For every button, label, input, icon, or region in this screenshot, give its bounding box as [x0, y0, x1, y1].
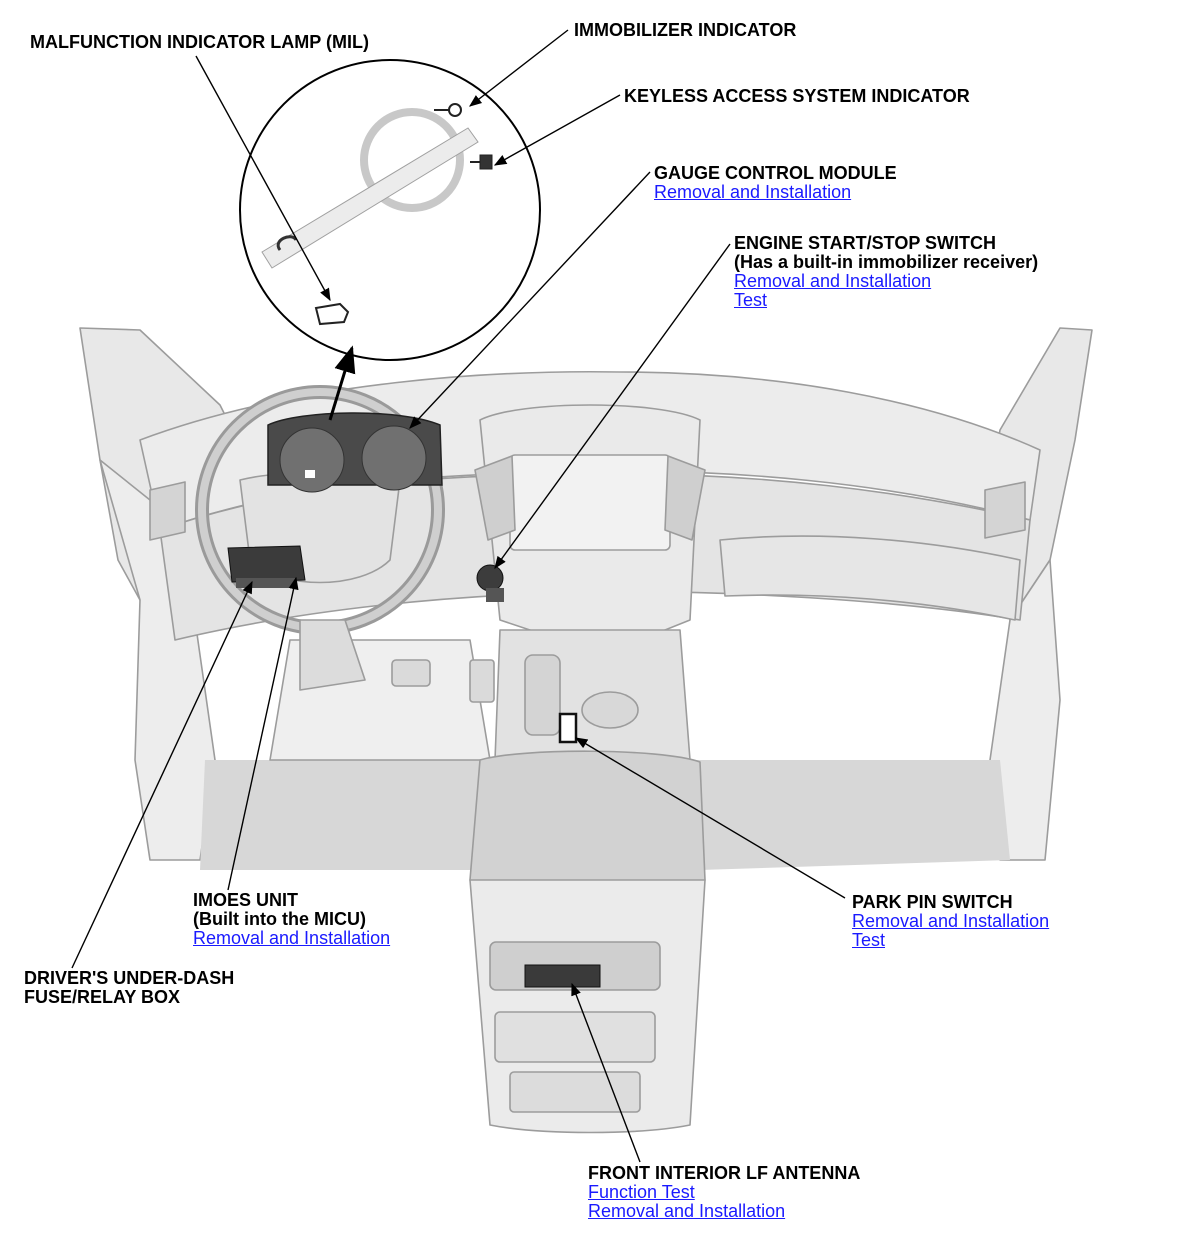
park-pin-leader [574, 737, 846, 899]
gauge-title: GAUGE CONTROL MODULE [654, 163, 897, 183]
center-display [509, 454, 671, 551]
check-engine-icon [314, 302, 350, 326]
right-center-vent [664, 455, 706, 541]
fuse-box-leader [71, 580, 253, 969]
brake-pedal [391, 659, 431, 687]
mil-callout: MALFUNCTION INDICATOR LAMP (MIL) [30, 33, 369, 52]
mil-title: MALFUNCTION INDICATOR LAMP (MIL) [30, 32, 369, 52]
rear-buttons [509, 1071, 641, 1113]
keyless-title: KEYLESS ACCESS SYSTEM INDICATOR [624, 86, 970, 106]
park-pin-title: PARK PIN SWITCH [852, 892, 1013, 912]
park-pin-removal-link[interactable]: Removal and Installation [852, 911, 1050, 931]
engine-start-switch-illustration [476, 564, 504, 602]
engine-start-callout: ENGINE START/STOP SWITCH (Has a built-in… [734, 234, 1038, 310]
fuse-box-title: DRIVER'S UNDER-DASH [24, 968, 235, 988]
imoes-removal-link[interactable]: Removal and Installation [193, 928, 391, 948]
engine-start-subtitle: (Has a built-in immobilizer receiver) [734, 252, 1039, 272]
imoes-title: IMOES UNIT [193, 890, 299, 910]
keyless-callout: KEYLESS ACCESS SYSTEM INDICATOR [624, 87, 970, 106]
right-side-vent [984, 481, 1026, 539]
gauge-leader [409, 171, 651, 429]
gauge-callout: GAUGE CONTROL MODULE Removal and Install… [654, 164, 897, 202]
gauge-cluster-illustration [267, 412, 443, 493]
fuse-box-callout: DRIVER'S UNDER-DASH FUSE/RELAY BOX [24, 969, 234, 1007]
antenna-function-test-link[interactable]: Function Test [588, 1182, 695, 1202]
gear-shifter [524, 654, 561, 736]
immobilizer-leader [469, 29, 569, 107]
engine-start-title: ENGINE START/STOP SWITCH [734, 233, 997, 253]
immobilizer-callout: IMMOBILIZER INDICATOR [574, 21, 796, 40]
cup-holder [581, 691, 639, 729]
antenna-title: FRONT INTERIOR LF ANTENNA [588, 1163, 861, 1183]
imoes-leader [227, 576, 299, 891]
gauge-removal-link[interactable]: Removal and Installation [654, 182, 852, 202]
antenna-removal-link[interactable]: Removal and Installation [588, 1201, 786, 1221]
park-pin-callout: PARK PIN SWITCH Removal and Installation… [852, 893, 1049, 950]
accelerator-pedal [469, 659, 495, 703]
imoes-subtitle: (Built into the MICU) [193, 909, 366, 929]
rear-controls [494, 1011, 656, 1063]
magnified-view [239, 59, 541, 361]
imoes-callout: IMOES UNIT (Built into the MICU) Removal… [193, 891, 390, 948]
floor-right [690, 760, 1010, 870]
left-center-vent [474, 455, 516, 541]
keyless-icon [470, 154, 493, 170]
keyless-leader [493, 94, 621, 166]
fuse-box-subtitle: FUSE/RELAY BOX [24, 987, 181, 1007]
engine-start-test-link[interactable]: Test [734, 290, 768, 310]
antenna-leader [571, 982, 641, 1163]
park-pin-switch-illustration [558, 712, 578, 744]
vehicle-interior [79, 327, 1093, 1134]
engine-start-removal-link[interactable]: Removal and Installation [734, 271, 932, 291]
steering-column [299, 619, 366, 691]
antenna-illustration [524, 964, 601, 988]
floor [200, 760, 505, 870]
left-side-vent [149, 481, 186, 541]
fuse-box-illustration [227, 545, 306, 588]
immobilizer-key-icon [434, 103, 462, 117]
antenna-callout: FRONT INTERIOR LF ANTENNA Function Test … [588, 1164, 860, 1221]
immobilizer-title: IMMOBILIZER INDICATOR [574, 20, 797, 40]
mil-leader [195, 55, 331, 302]
engine-start-leader [494, 243, 731, 570]
armrest [469, 750, 706, 890]
glove-box [719, 535, 1021, 621]
park-pin-test-link[interactable]: Test [852, 930, 886, 950]
